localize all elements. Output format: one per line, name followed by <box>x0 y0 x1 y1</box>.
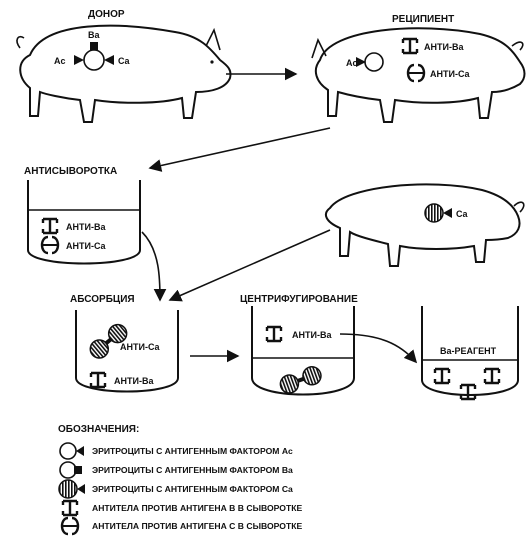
antiserum-tube <box>27 180 141 265</box>
legend-antibody-c-icon <box>60 516 80 536</box>
antiserum-label: АНТИСЫВОРОТКА <box>24 166 117 177</box>
centrifuge-anti-ba: АНТИ-Ba <box>292 330 332 340</box>
arrow-supernatant-to-reagent <box>339 333 418 364</box>
donor-label: ДОНОР <box>88 9 125 20</box>
ca-source-pig <box>324 183 525 267</box>
arrow-cells-to-absorption <box>168 229 331 302</box>
legend-item-anti-c: АНТИТЕЛА ПРОТИВ АНТИГЕНА С В СЫВОРОТКЕ <box>92 521 302 531</box>
absorption-label: АБСОРБЦИЯ <box>70 294 135 305</box>
legend-ba-cell-icon <box>59 461 82 479</box>
antiserum-anti-ca: АНТИ-Ca <box>66 241 106 251</box>
legend-item-ca: ЭРИТРОЦИТЫ С АНТИГЕННЫМ ФАКТОРОМ Ca <box>92 484 293 494</box>
arrow-antiserum-to-absorption <box>141 231 167 302</box>
recipient-anti-ba: АНТИ-Ba <box>424 42 464 52</box>
legend-antibody-b-icon <box>61 499 79 517</box>
recipient-antigen-ac: Ac <box>346 58 358 68</box>
legend-ac-cell-icon <box>59 442 84 460</box>
absorption-anti-ba: АНТИ-Ba <box>114 376 154 386</box>
legend-item-ba: ЭРИТРОЦИТЫ С АНТИГЕННЫМ ФАКТОРОМ Ba <box>92 465 293 475</box>
donor-antigen-ac: Ac <box>54 56 66 66</box>
reagent-tube <box>421 306 519 401</box>
legend-ca-cell-icon <box>58 479 85 499</box>
arrow-recipient-to-antiserum <box>148 127 331 172</box>
donor-antigen-ba: Ba <box>88 30 100 40</box>
absorption-anti-ca: АНТИ-Ca <box>120 342 160 352</box>
legend-item-anti-b: АНТИТЕЛА ПРОТИВ АНТИГЕНА В В СЫВОРОТКЕ <box>92 503 302 513</box>
antiserum-anti-ba: АНТИ-Ba <box>66 222 106 232</box>
absorption-tube <box>75 310 179 393</box>
recipient-pig <box>311 27 526 123</box>
legend-item-ac: ЭРИТРОЦИТЫ С АНТИГЕННЫМ ФАКТОРОМ Ac <box>92 446 293 456</box>
ca-pig-antigen-ca: Ca <box>456 209 468 219</box>
donor-pig <box>16 24 232 123</box>
recipient-anti-ca: АНТИ-Ca <box>430 69 470 79</box>
recipient-label: РЕЦИПИЕНТ <box>392 14 454 25</box>
donor-antigen-ca: Ca <box>118 56 130 66</box>
centrifugation-label: ЦЕНТРИФУГИРОВАНИЕ <box>240 294 358 305</box>
reagent-label: Ba-РЕАГЕНТ <box>440 346 497 356</box>
centrifuge-tube <box>251 306 355 397</box>
legend-title: ОБОЗНАЧЕНИЯ: <box>58 424 139 435</box>
